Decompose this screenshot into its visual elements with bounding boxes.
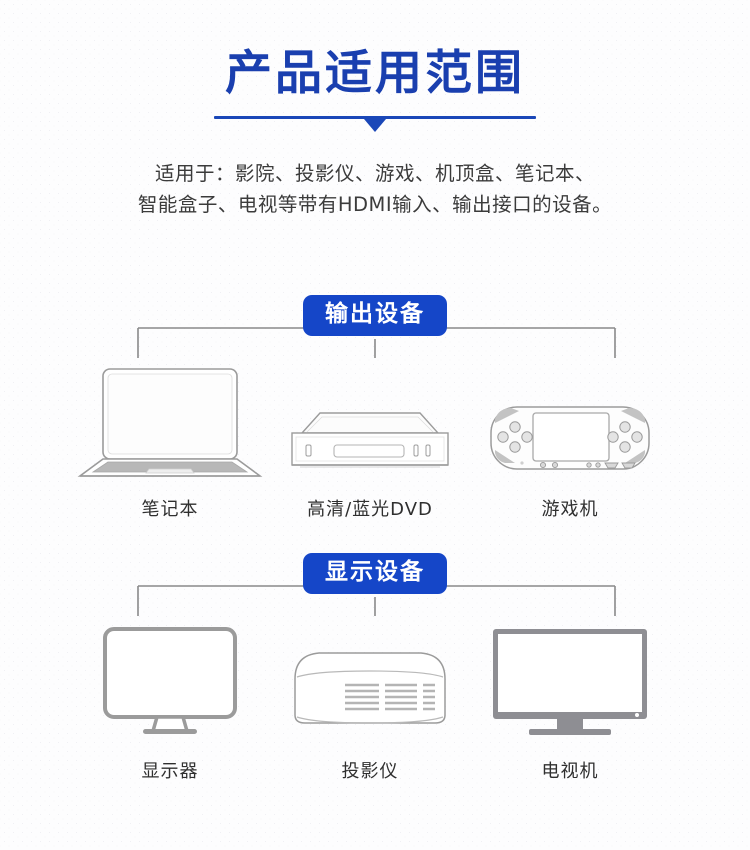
device-item-monitor: 显示器 (50, 611, 290, 783)
description: 适用于：影院、投影仪、游戏、机顶盒、笔记本、 智能盒子、电视等带有HDMI输入、… (0, 158, 750, 220)
device-item-tv: 电视机 (450, 611, 690, 783)
device-label-dvd: 高清/蓝光DVD (307, 499, 433, 520)
connector-lines-output (137, 327, 616, 358)
device-item-game-console: 游戏机 (450, 353, 690, 521)
projector-icon (294, 652, 446, 724)
device-row-display: 显示器 投影仪 (0, 611, 750, 811)
description-line-2: 智能盒子、电视等带有HDMI输入、输出接口的设备。 (137, 193, 613, 216)
section-badge-display: 显示设备 (303, 553, 447, 594)
device-item-laptop: 笔记本 (50, 353, 290, 521)
tv-art (450, 611, 690, 741)
projector-art (250, 611, 490, 741)
laptop-icon (77, 368, 263, 477)
laptop-art (50, 353, 290, 483)
handheld-game-console-icon (490, 406, 650, 470)
dvd-player-icon (291, 412, 449, 468)
page-header: 产品适用范围 (0, 46, 750, 132)
monitor-icon (103, 627, 237, 734)
monitor-art (50, 611, 290, 741)
device-item-dvd: 高清/蓝光DVD (250, 353, 490, 521)
description-line-1: 适用于：影院、投影仪、游戏、机顶盒、笔记本、 (154, 162, 595, 185)
connector-lines-display (137, 585, 616, 616)
television-icon (493, 629, 647, 735)
device-label-tv: 电视机 (541, 761, 599, 782)
device-label-monitor: 显示器 (141, 761, 199, 782)
device-label-game-console: 游戏机 (541, 499, 599, 520)
section-badge-output: 输出设备 (303, 295, 447, 336)
title-divider (214, 116, 536, 119)
device-label-projector: 投影仪 (341, 761, 399, 782)
device-label-laptop: 笔记本 (141, 499, 199, 520)
device-item-projector: 投影仪 (250, 611, 490, 783)
dvd-player-art (250, 353, 490, 483)
device-row-output: 笔记本 (0, 353, 750, 553)
game-console-art (450, 353, 690, 483)
chevron-down-icon (364, 119, 386, 132)
page-title: 产品适用范围 (225, 46, 525, 101)
